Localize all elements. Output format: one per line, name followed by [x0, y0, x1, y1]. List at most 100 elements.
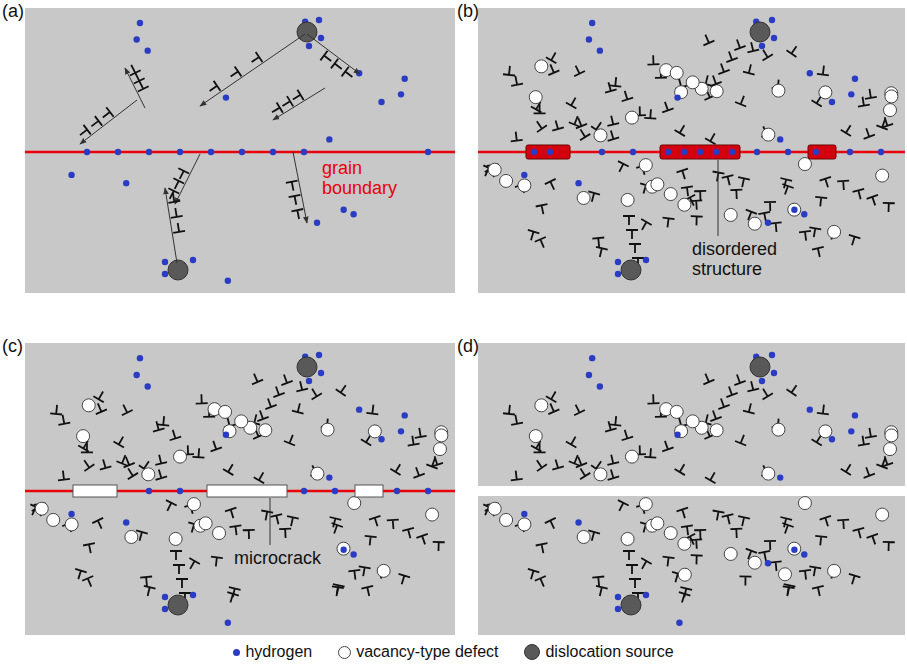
hydrogen-dot [777, 474, 783, 480]
vacancy-defect [577, 191, 590, 204]
vacancy-defect [529, 91, 542, 104]
dislocation-symbol [629, 244, 641, 253]
dislocation-symbol [722, 514, 736, 526]
microcrack [207, 485, 287, 497]
dislocation-symbol [88, 116, 102, 131]
dislocation-symbol [331, 59, 345, 74]
vacancy-defect [259, 424, 272, 437]
dislocation-symbol [223, 461, 238, 475]
vacancy-defect [187, 498, 200, 511]
dislocation-symbol [619, 428, 633, 440]
dislocation-symbol [861, 465, 875, 478]
vacancy-defect [500, 513, 513, 526]
hydrogen-dot [765, 560, 771, 566]
dislocation-symbol [157, 415, 170, 425]
dislocation-symbol [594, 586, 608, 598]
dislocation-symbol [799, 231, 812, 241]
dislocation-symbol [575, 126, 590, 140]
dislocation-symbol [248, 52, 262, 67]
dislocation-source [168, 595, 188, 615]
dislocation-symbol [97, 458, 111, 470]
dislocation-symbol [172, 222, 185, 233]
vacancy-defect [798, 497, 811, 510]
dislocation-symbol [614, 500, 629, 513]
legend-text: dislocation source [545, 643, 673, 661]
dislocation-symbol [690, 216, 702, 225]
dislocation-symbol [510, 470, 523, 480]
disordered-structure [526, 145, 570, 159]
dislocation-symbol [677, 508, 691, 520]
panel-label: (a) [2, 2, 24, 22]
vacancy-defect [82, 399, 95, 412]
dislocation-symbol [857, 435, 870, 446]
vacancy-defect [621, 532, 634, 545]
hydrogen-dot [547, 149, 553, 155]
vacancy-defect [142, 468, 155, 481]
dislocation-symbol [254, 469, 269, 483]
dislocation-symbol [176, 579, 188, 588]
dislocation-symbol [883, 542, 895, 551]
hydrogen-dot [676, 620, 682, 626]
disordered-structure [660, 145, 740, 159]
vacancy-defect [639, 159, 652, 172]
dislocation-symbol [637, 219, 652, 233]
dislocation-symbol [700, 32, 715, 45]
vacancy-defect [368, 425, 381, 438]
dislocation-symbol [285, 516, 299, 527]
vacancy-defect [772, 423, 785, 436]
dislocation-symbol [879, 454, 893, 466]
legend-text: hydrogen [245, 643, 312, 661]
dislocation-symbol [570, 63, 585, 76]
vacancy-defect [819, 425, 832, 438]
vacancy-defect [500, 174, 513, 187]
vacancy-defect [772, 84, 785, 97]
hydrogen-dot [713, 149, 719, 155]
dislocation-symbol [118, 402, 133, 415]
dislocation-symbol [745, 380, 759, 392]
vacancy-defect [748, 556, 761, 569]
dislocation-symbol [675, 461, 690, 475]
hydrogen-dot [759, 43, 765, 49]
dislocation-symbol [509, 75, 522, 86]
disordered-structure [808, 145, 836, 159]
dislocation-symbol [289, 195, 303, 206]
vacancy-defect [876, 169, 889, 182]
dislocation-symbol [426, 456, 440, 469]
dislocation-symbol [550, 119, 564, 131]
vacancy-defect [710, 424, 723, 437]
panel-a [25, 8, 455, 293]
hydrogen-dot [137, 20, 143, 26]
dislocation-symbol [357, 566, 370, 577]
dislocation-symbol [402, 528, 416, 540]
hydrogen-dot [401, 412, 407, 418]
hydrogen-dot [615, 271, 621, 277]
dislocation-symbol [573, 116, 587, 129]
hydrogen-dot [643, 592, 649, 598]
dislocation-symbol [705, 469, 720, 483]
dislocation-symbol [879, 115, 893, 127]
dislocation-symbol [162, 500, 177, 513]
legend-text: vacancy-type defect [356, 643, 498, 661]
dislocation-symbol [192, 448, 205, 458]
hydrogen-dot [615, 259, 621, 265]
glide-arrow [80, 100, 137, 144]
hydrogen-dot [425, 149, 431, 155]
vacancy-defect [169, 532, 182, 545]
dislocation-symbol [566, 95, 581, 109]
dislocation-symbol [787, 43, 802, 57]
hydrogen-dot [791, 547, 797, 553]
hydrogen-dot [665, 149, 671, 155]
dislocation-symbol [731, 37, 745, 50]
glide-arrow [293, 152, 307, 223]
legend: hydrogen vacancy-type defect dislocation s… [0, 643, 907, 661]
hydrogen-dot [401, 76, 407, 82]
hydrogen-dot [878, 149, 884, 155]
dislocation-symbol [846, 574, 860, 586]
hydrogen-dot [326, 474, 332, 480]
dislocation-symbol [573, 455, 587, 468]
dislocation-symbol [637, 558, 652, 572]
dislocation-symbol [99, 107, 113, 122]
vacancy-defect [223, 425, 236, 438]
dislocation-symbol [808, 566, 821, 577]
hydrogen-dot [829, 436, 835, 442]
